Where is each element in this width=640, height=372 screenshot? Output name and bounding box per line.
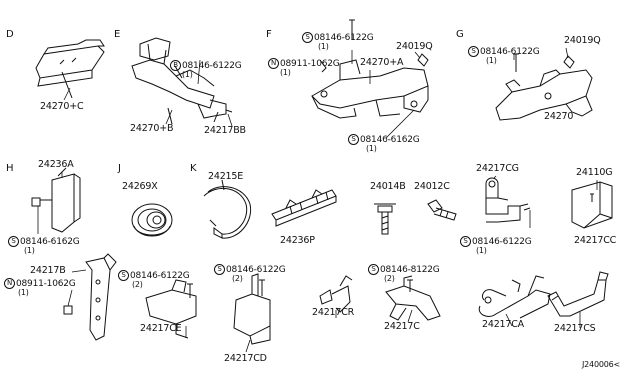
part-number: 08146-8122G (380, 265, 440, 275)
part-label-24270B: 24270+B (130, 123, 174, 134)
part-24269X-drawing (131, 203, 173, 237)
section-letter-j: J (118, 163, 121, 174)
part-label-24217C: 24217C (384, 321, 420, 332)
part-label-24217BB: 24217BB (204, 125, 246, 136)
callout-qty: (1) (486, 56, 497, 65)
part-label-24019Q-g: 24019Q (564, 35, 601, 46)
leader-lines (37, 47, 598, 353)
part-24270A-drawing (311, 19, 429, 119)
marker-s: S (348, 134, 359, 145)
marker-s: S (214, 264, 225, 275)
marker-s: S (468, 46, 479, 57)
part-24012C-drawing (427, 199, 457, 221)
marker-n: N (268, 58, 279, 69)
part-number: 08146-6122G (472, 237, 532, 247)
part-24270-drawing (495, 53, 593, 121)
part-number: 08911-1062G (16, 279, 76, 289)
part-number: 08146-6162G (20, 237, 80, 247)
callout-qty: (1) (366, 144, 377, 153)
marker-s: S (8, 236, 19, 247)
part-24014B-drawing (374, 203, 396, 235)
part-24270C-drawing (35, 39, 105, 99)
callout-qty: (1) (182, 70, 193, 79)
callout-qty: (1) (18, 288, 29, 297)
callout-qty: (1) (24, 246, 35, 255)
part-label-24012C: 24012C (414, 181, 450, 192)
part-label-24110G: 24110G (576, 167, 613, 178)
part-label-24217CR: 24217CR (312, 307, 355, 318)
part-24236P-drawing (271, 189, 337, 227)
part-24217CC-drawing (571, 181, 613, 229)
part-label-24217CC: 24217CC (574, 235, 617, 246)
marker-s: S (302, 32, 313, 43)
part-24217CD-drawing (233, 273, 271, 345)
part-label-24217CE: 24217CE (140, 323, 182, 334)
part-label-24217CS: 24217CS (554, 323, 596, 334)
callout-qty: (1) (476, 246, 487, 255)
part-24236A-drawing (31, 167, 81, 233)
part-label-24270A: 24270+A (360, 57, 404, 68)
section-letter-g: G (456, 29, 464, 40)
part-24217CE-drawing (145, 279, 197, 339)
part-label-24269X: 24269X (122, 181, 158, 192)
part-label-24217B: 24217B (30, 265, 66, 276)
part-label-24270: 24270 (544, 111, 574, 122)
part-label-24014B: 24014B (370, 181, 406, 192)
part-24217CA-drawing (478, 275, 551, 319)
part-label-24217CA: 24217CA (482, 319, 524, 330)
marker-b: B (170, 60, 181, 71)
part-number: 08911-1062G (280, 59, 340, 69)
part-24217CS-drawing (547, 271, 609, 317)
callout-qty: (1) (280, 68, 291, 77)
marker-s: S (460, 236, 471, 247)
section-letter-e: E (114, 29, 121, 40)
marker-n: N (4, 278, 15, 289)
section-letter-h: H (6, 163, 14, 174)
part-label-24236P: 24236P (280, 235, 315, 246)
part-24217C-drawing (385, 275, 441, 321)
part-number: 08146-6122G (182, 61, 242, 71)
part-label-24019Q-f: 24019Q (396, 41, 433, 52)
part-24215E-drawing (203, 179, 252, 239)
diagram-reference-code: J240006< (582, 360, 621, 369)
part-number: 08146-6122G (226, 265, 286, 275)
marker-s: S (368, 264, 379, 275)
callout-qty: (2) (132, 280, 143, 289)
part-label-24270C: 24270+C (40, 101, 84, 112)
callout-qty: (1) (318, 42, 329, 51)
marker-s: S (118, 270, 129, 281)
part-number: 08146-6122G (130, 271, 190, 281)
part-number: 08146-6122G (314, 33, 374, 43)
part-label-24217CD: 24217CD (224, 353, 267, 364)
part-24217B-drawing (63, 253, 117, 341)
callout-qty: (2) (384, 274, 395, 283)
part-24217CR-drawing (319, 275, 353, 313)
part-label-24217CG: 24217CG (476, 163, 519, 174)
part-label-24215E: 24215E (208, 171, 244, 182)
part-24270B-drawing (131, 37, 233, 125)
part-number: 08146-6122G (480, 47, 540, 57)
section-letter-d: D (6, 29, 14, 40)
section-letter-k: K (190, 163, 197, 174)
part-number: 08146-6162G (360, 135, 420, 145)
part-24217CG-drawing (485, 177, 531, 223)
callout-qty: (2) (232, 274, 243, 283)
section-letter-f: F (266, 29, 272, 40)
part-label-24236A: 24236A (38, 159, 74, 170)
